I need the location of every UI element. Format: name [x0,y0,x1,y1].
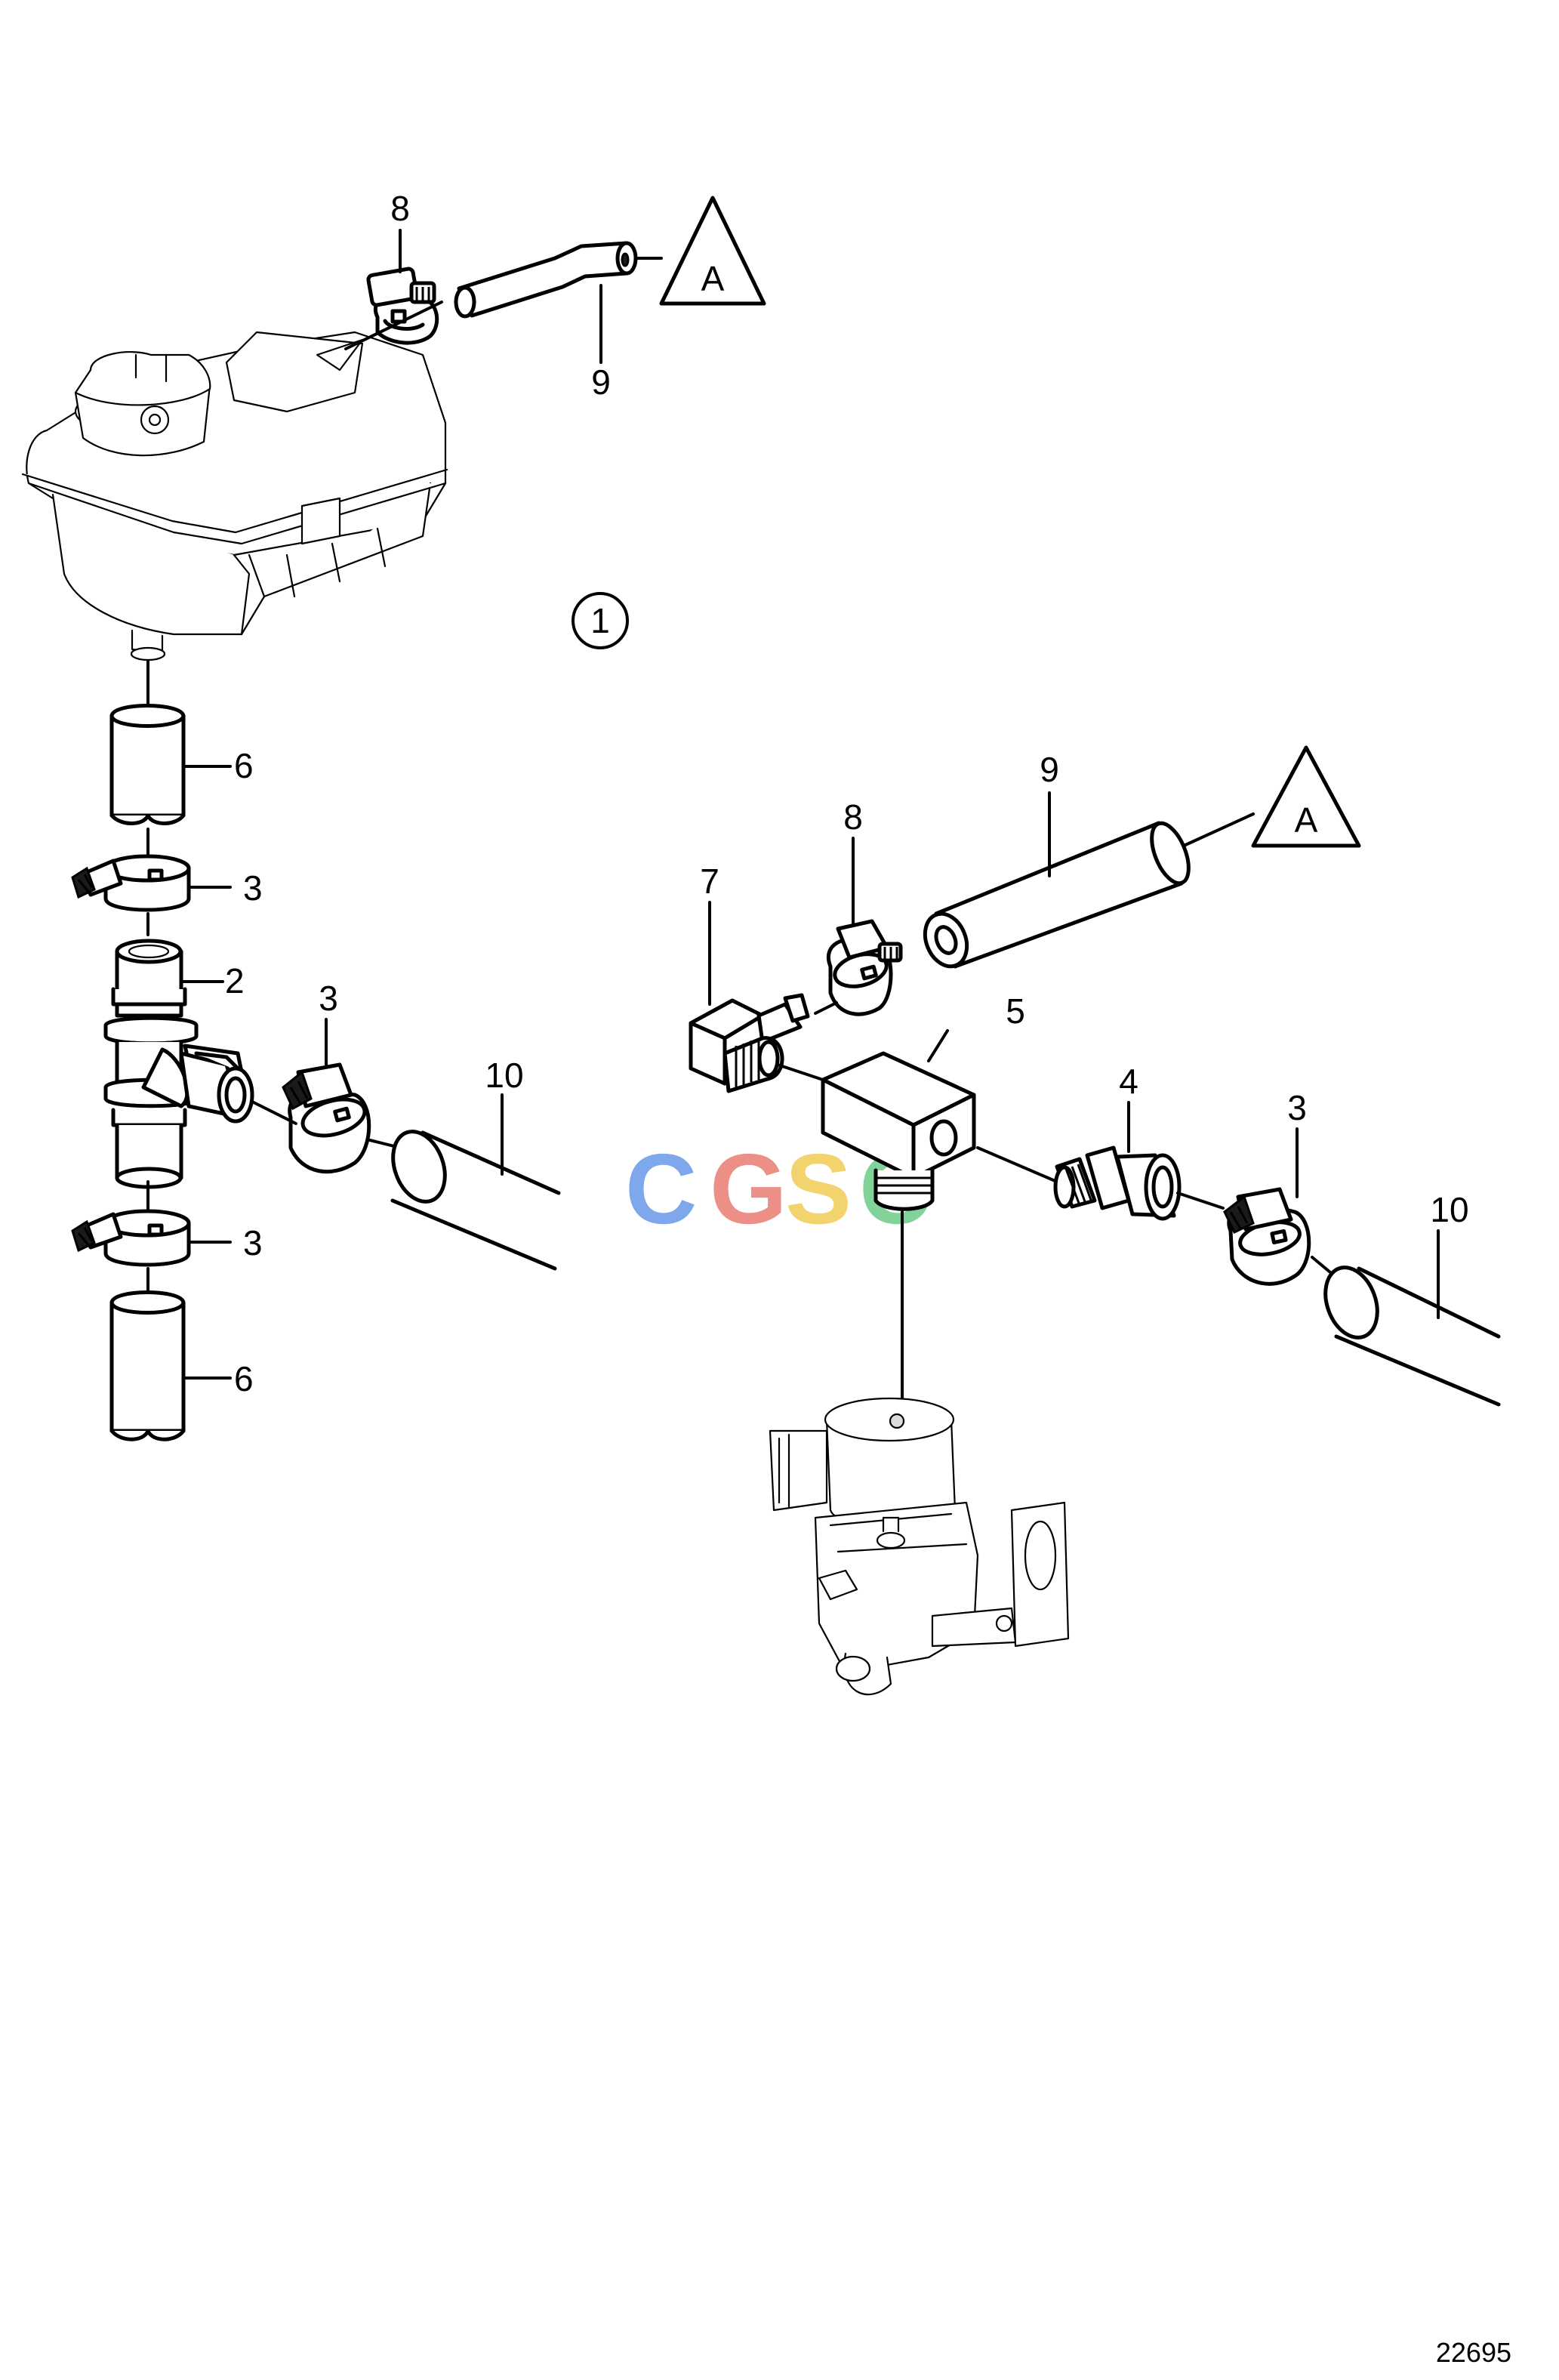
hose-9-right [923,821,1191,969]
hose-nipple-4 [1053,1145,1182,1221]
callout-9-right: 9 [1040,750,1059,789]
figure-number: 22695 [1436,2337,1511,2368]
hose-clamp-3-lower [71,1209,191,1267]
callout-5: 5 [1006,991,1025,1031]
callout-7: 7 [700,862,719,901]
callout-10-left: 10 [485,1056,523,1095]
callout-2: 2 [225,961,245,1000]
reference-triangle-a-right: A [1251,745,1361,848]
watermark-letter-g: G [710,1133,787,1244]
reference-triangle-a-upper: A [659,196,766,306]
hose-9-upper [454,241,638,319]
tee-block-5 [821,1051,976,1211]
link-4-3 [1176,1192,1225,1210]
link-7-8 [814,1001,838,1015]
link-5-4 [976,1146,1058,1183]
link-hose-a-right [1182,812,1255,847]
leader-5 [927,1029,949,1062]
hose-clamp-3-mid [282,1062,371,1174]
link-7-5 [776,1063,824,1081]
view-marker-label: 1 [590,601,610,640]
hose-clamp-3-upper [71,854,191,912]
callout-10-right: 10 [1430,1190,1468,1229]
callout-3-mid: 3 [319,979,338,1018]
t-piece-2 [103,939,254,1189]
hose-clamp-3-right [1223,1187,1311,1286]
reference-a-upper-label: A [701,259,725,298]
callout-6-lower: 6 [234,1359,254,1398]
expansion-tank [21,331,448,661]
callout-3-right: 3 [1287,1088,1307,1127]
callout-3-upper: 3 [243,868,263,908]
watermark-letter-s: S [785,1133,852,1244]
callout-3-lower: 3 [243,1223,263,1262]
callout-labels: 8 9 6 3 2 3 10 3 6 9 8 7 5 4 3 10 [225,189,1469,1398]
hose-clamp-8-right [826,919,903,1016]
hose-6-lower [109,1290,186,1441]
hose-10-left [390,1130,561,1271]
callout-8-right: 8 [843,797,863,837]
view-marker: 1 [572,592,629,649]
callout-8-upper: 8 [390,189,410,228]
elbow-union-7 [689,993,810,1093]
link-tank-clamp [344,301,443,350]
link-t-clamp [252,1101,297,1125]
hose-10-right [1323,1266,1501,1407]
reference-a-right-label: A [1295,800,1318,840]
callout-4: 4 [1119,1062,1138,1101]
coolant-pump [769,1397,1070,1696]
hose-6-upper [109,704,186,825]
callout-9-upper: 9 [591,362,611,402]
callout-6-upper: 6 [234,746,254,785]
watermark-letter-c1: C [625,1133,697,1244]
